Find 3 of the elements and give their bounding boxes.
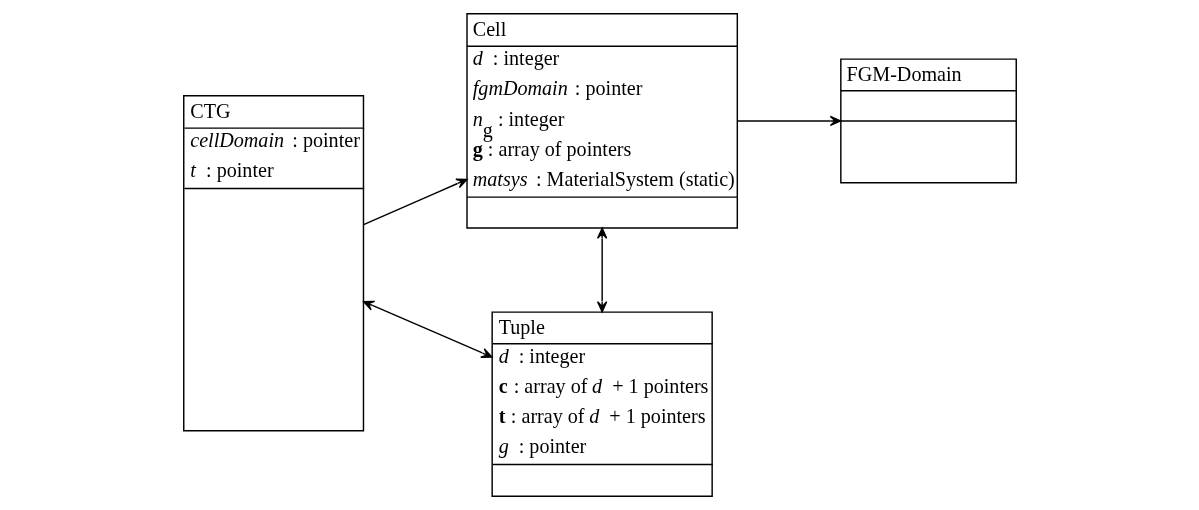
arrow: [736, 115, 841, 127]
arrow: [362, 300, 493, 358]
arrow: [596, 227, 607, 313]
